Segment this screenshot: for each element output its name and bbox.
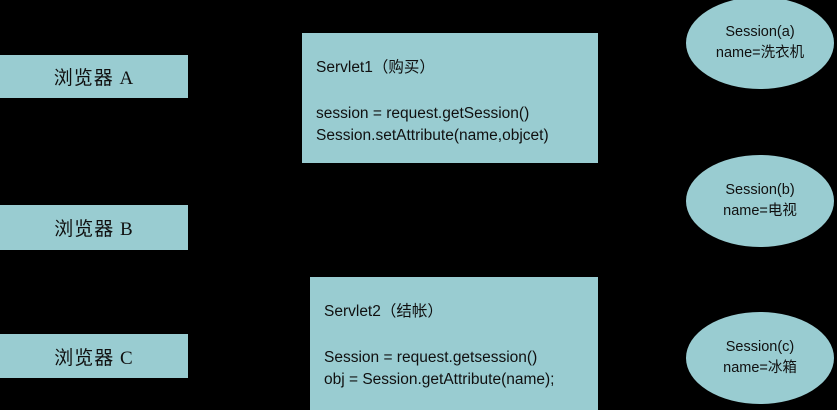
session-b-attribute: name=电视	[723, 203, 797, 219]
servlet-2-code-line-2: obj = Session.getAttribute(name);	[324, 371, 555, 388]
browser-box-b: 浏览器 B	[0, 205, 188, 250]
servlet-2-code-line-1: Session = request.getsession()	[324, 349, 538, 366]
servlet-box-2: Servlet2（结帐） Session = request.getsessio…	[310, 277, 598, 410]
session-ellipse-a: Session(a) name=洗衣机	[686, 0, 834, 89]
session-c-name: Session(c)	[725, 338, 795, 355]
servlet-1-title: Servlet1（购买）	[316, 59, 435, 76]
session-a-attribute: name=洗衣机	[715, 45, 805, 61]
session-ellipse-c: Session(c) name=冰箱	[686, 312, 834, 404]
browser-label-c: 浏览器 C	[54, 347, 134, 369]
servlet-1-code-line-1: session = request.getSession()	[316, 105, 530, 122]
servlet-box-1: Servlet1（购买） session = request.getSessio…	[302, 33, 598, 163]
session-a-name: Session(a)	[725, 23, 795, 40]
servlet-2-title: Servlet2（结帐）	[324, 303, 443, 320]
session-ellipse-b: Session(b) name=电视	[686, 155, 834, 247]
browser-box-c: 浏览器 C	[0, 334, 188, 378]
browser-label-b: 浏览器 B	[54, 219, 134, 240]
session-c-attribute: name=冰箱	[723, 360, 797, 376]
browser-box-a: 浏览器 A	[0, 55, 188, 98]
browser-label-a: 浏览器 A	[53, 68, 135, 89]
session-b-name: Session(b)	[725, 181, 795, 198]
servlet-1-code-line-2: Session.setAttribute(name,objcet)	[316, 127, 549, 144]
